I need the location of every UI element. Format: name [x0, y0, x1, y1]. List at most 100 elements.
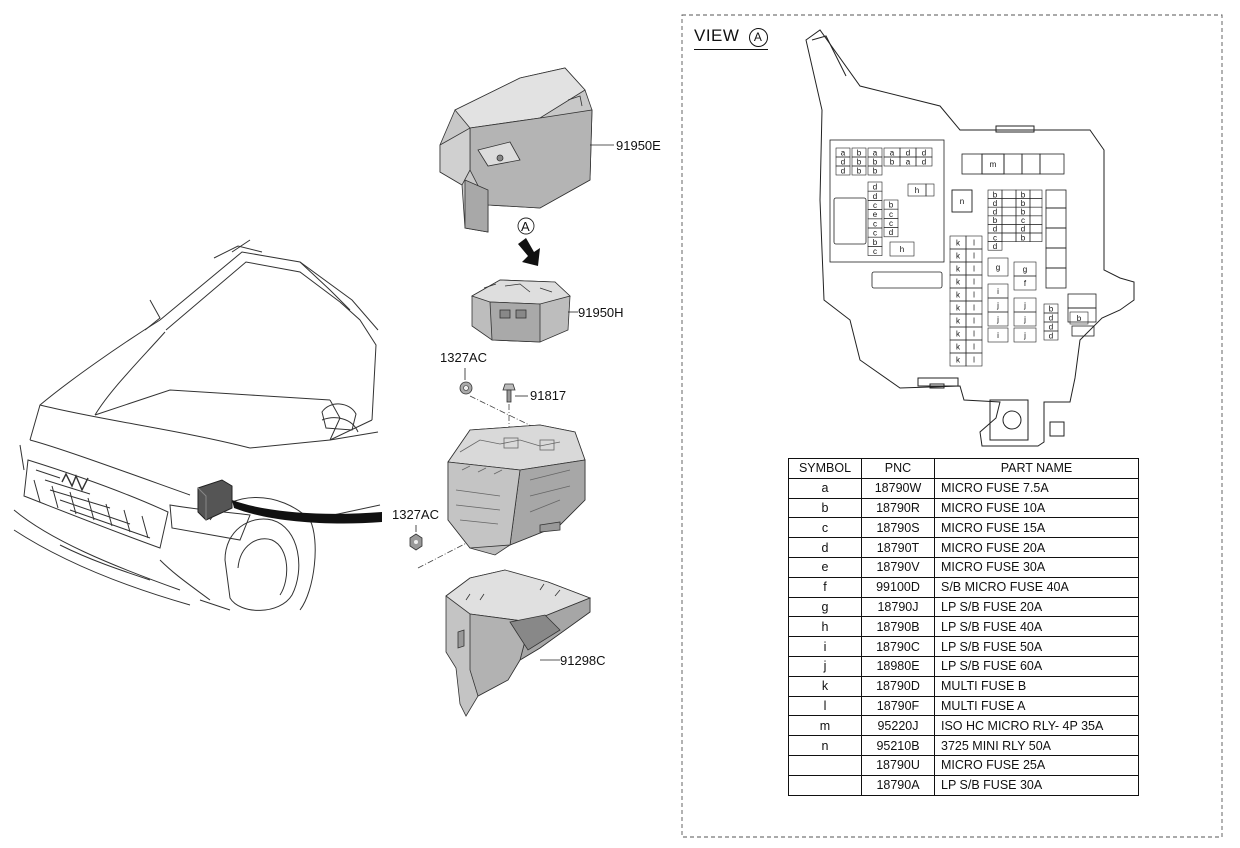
cell-symbol: m	[788, 715, 862, 737]
fuse-cell: b	[1015, 206, 1031, 217]
multi-fuse-cell-k: k	[949, 300, 967, 315]
fuse-cell: c	[883, 218, 899, 228]
fuse-cell-label: k	[956, 278, 961, 287]
fuse-cell: e	[867, 209, 883, 219]
fuse-cell: b	[1015, 189, 1031, 199]
cell-part-name: MICRO FUSE 20A	[934, 537, 1139, 558]
lower-tray[interactable]	[445, 569, 592, 717]
cell-part-name: MICRO FUSE 10A	[934, 497, 1139, 519]
fuse-cell-label: d	[873, 192, 877, 201]
fuse-cell-f: f	[1013, 275, 1037, 291]
fuse-cell: b	[1069, 311, 1089, 325]
cell-pnc: 18790D	[861, 675, 935, 697]
fuse-cell-label: g	[996, 263, 1000, 272]
fuse-cell-label: k	[956, 304, 961, 313]
fuse-cell-label: b	[857, 158, 862, 167]
fuse-cell: c	[867, 200, 883, 210]
main-fuse-box[interactable]	[447, 424, 586, 556]
multi-fuse-cell-l: l	[965, 274, 983, 289]
fuse-cell: b	[867, 156, 883, 167]
cell-part-name: LP S/B FUSE 50A	[934, 636, 1139, 657]
cell-symbol: h	[788, 616, 862, 638]
cell-part-name: LP S/B FUSE 60A	[934, 655, 1139, 677]
cell-part-name: MICRO FUSE 7.5A	[934, 477, 1139, 499]
fuse-cell-label: a	[906, 158, 911, 167]
fuse-cell: c	[867, 227, 883, 238]
fuse-cell: d	[899, 147, 917, 158]
fuse-cell-blank	[1029, 198, 1043, 208]
nut-icon	[459, 381, 473, 395]
fuse-cell: d	[1015, 224, 1031, 234]
fuse-cell-blank	[1029, 224, 1043, 234]
left-fuse-module	[829, 139, 973, 289]
fuse-cell-label: l	[973, 317, 975, 326]
relay-cell-n: n	[951, 189, 973, 213]
fuse-cell-label: j	[1023, 331, 1026, 340]
bolt-icon	[502, 383, 516, 403]
fuse-cell-j: j	[1013, 311, 1037, 327]
cell-pnc: 18790U	[861, 754, 935, 776]
multi-fuse-cell-l: l	[965, 300, 983, 315]
fuse-cell: d	[835, 165, 851, 176]
fuse-cell-label: k	[956, 356, 961, 365]
fuse-cell-j: j	[1013, 297, 1037, 313]
relay-row	[961, 153, 1065, 175]
fuse-cell: d	[883, 227, 899, 237]
fuse-cell-label: i	[997, 331, 999, 340]
callout-bolt: 91817	[530, 388, 566, 403]
fuse-cell-label: c	[993, 233, 997, 242]
fuse-cell: c	[987, 232, 1003, 242]
large-fuse-column	[1045, 189, 1097, 337]
cell-part-name: MICRO FUSE 15A	[934, 517, 1139, 539]
fuse-cell: d	[867, 190, 883, 201]
callout-relay-block: 91950H	[578, 305, 624, 320]
fuse-cell-label: k	[956, 252, 961, 261]
fuse-cell-label: b	[873, 158, 878, 167]
fuse-cell-blank	[1001, 198, 1017, 208]
fuse-cell-label: d	[1049, 314, 1053, 323]
fuse-cell-label: l	[973, 278, 975, 287]
col-pnc: PNC	[861, 458, 935, 479]
fuse-cell-h: h	[907, 183, 927, 197]
multi-fuse-cell-l: l	[965, 339, 983, 354]
relay-block[interactable]	[471, 279, 571, 343]
fuse-cell-label: b	[1021, 208, 1026, 217]
cell-part-name: MULTI FUSE A	[934, 695, 1139, 717]
fuse-cell-blank	[1029, 189, 1043, 199]
cell-part-name: MICRO FUSE 25A	[934, 754, 1139, 776]
fuse-cell-blank	[1001, 232, 1017, 242]
fuse-cell-label: a	[873, 149, 878, 158]
fuse-cell-label: k	[956, 265, 961, 274]
fuse-cell-label: b	[993, 190, 998, 199]
cell-symbol: d	[788, 537, 862, 558]
fuse-cell-blank	[1029, 232, 1043, 242]
fuse-cell: b	[987, 189, 1003, 199]
fuse-cell: b	[867, 165, 883, 176]
svg-text:A: A	[521, 219, 530, 234]
fuse-cell-label: d	[922, 149, 926, 158]
fuse-cell: b	[1015, 198, 1031, 208]
fuse-cell: d	[835, 156, 851, 167]
fuse-cell: a	[867, 147, 883, 158]
vehicle-illustration	[13, 239, 381, 611]
multi-fuse-cell-k: k	[949, 326, 967, 341]
fuse-cell: a	[899, 156, 917, 167]
fuse-cell-label: b	[873, 238, 878, 247]
cell-pnc: 18790A	[861, 774, 935, 796]
fuse-cell-h: h	[889, 241, 915, 257]
fuse-box-cover[interactable]	[439, 67, 593, 233]
fuse-cell-label: k	[956, 291, 961, 300]
fuse-cell-label: d	[993, 208, 997, 217]
fuse-cell: d	[987, 198, 1003, 208]
multi-fuse-cell-k: k	[949, 261, 967, 276]
fuse-cell-label: h	[900, 245, 904, 254]
fuse-cell-label: j	[1023, 315, 1026, 324]
fuse-cell-g: g	[1013, 261, 1037, 277]
